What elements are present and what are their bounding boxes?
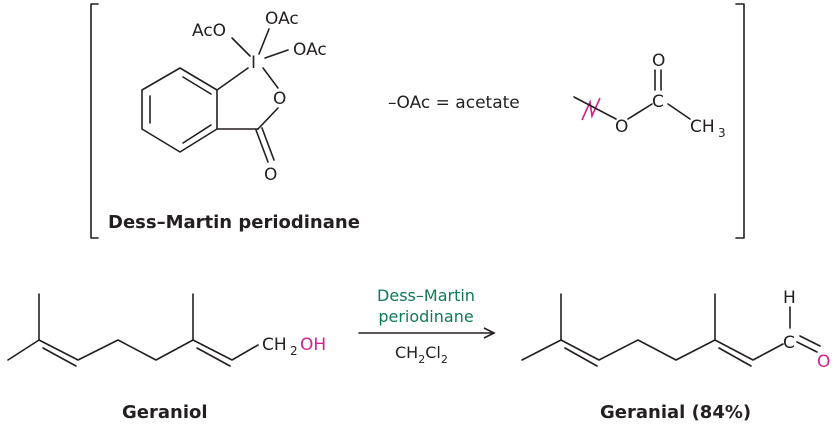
aldehyde-co-bond-2 bbox=[799, 335, 821, 347]
geranial-structure: H C O bbox=[521, 288, 830, 372]
arrow-head bbox=[483, 327, 496, 339]
bond-i-to-o bbox=[262, 67, 279, 89]
iodine-label: I bbox=[251, 53, 256, 73]
geranial-name: Geranial (84%) bbox=[600, 402, 751, 423]
geraniol-ch2-subscript: 2 bbox=[290, 344, 298, 358]
bond-o-to-c bbox=[257, 107, 279, 130]
ring-oxygen-label: O bbox=[273, 89, 286, 109]
aldehyde-h-label: H bbox=[783, 288, 796, 308]
carbonyl-bond-1 bbox=[255, 129, 269, 163]
wavy-bond bbox=[581, 97, 601, 121]
bond-to-acetate-o bbox=[573, 96, 617, 120]
acetate-oxygen-top: O bbox=[652, 51, 665, 71]
bond-i-oac-right bbox=[264, 49, 289, 59]
geraniol-double-bond-1 bbox=[42, 347, 77, 367]
geranial-double-bond-1 bbox=[564, 347, 598, 367]
dmp-structure: AcO OAc OAc I O O bbox=[141, 9, 327, 185]
geraniol-oh-label: OH bbox=[300, 335, 326, 355]
solvent-sub-1: 2 bbox=[418, 353, 425, 366]
aldehyde-co-bond-1 bbox=[796, 341, 818, 353]
bond-o-to-c bbox=[627, 103, 653, 120]
geraniol-double-bond-2 bbox=[196, 347, 231, 367]
solvent-cl: Cl bbox=[425, 343, 441, 362]
carbonyl-oxygen-label: O bbox=[264, 165, 277, 185]
acetate-carbon: C bbox=[652, 92, 664, 112]
dmp-name: Dess–Martin periodinane bbox=[108, 212, 360, 233]
geraniol-chain bbox=[7, 339, 259, 361]
acetate-oxygen-link: O bbox=[615, 117, 628, 137]
aromatic-line-2 bbox=[182, 124, 212, 144]
bond-ring-to-i bbox=[216, 67, 249, 91]
aco-label: AcO bbox=[192, 21, 226, 41]
acetate-structure: O C O CH 3 bbox=[573, 51, 726, 140]
geranial-double-bond-2 bbox=[718, 347, 752, 367]
oac-right-label: OAc bbox=[293, 40, 327, 60]
geraniol-name: Geraniol bbox=[122, 402, 208, 423]
benzene-ring bbox=[141, 67, 218, 153]
aromatic-line-1 bbox=[182, 76, 212, 95]
reagent-line-2: periodinane bbox=[378, 307, 473, 326]
bond-i-aco bbox=[231, 37, 251, 57]
reaction-arrow bbox=[358, 327, 496, 339]
right-bracket bbox=[735, 3, 745, 239]
left-bracket bbox=[90, 3, 99, 239]
geraniol-ch2-label: CH bbox=[262, 335, 287, 355]
bond-c-to-ch3 bbox=[667, 103, 691, 120]
carbonyl-bond-2 bbox=[261, 127, 275, 161]
bond-i-oac-top bbox=[258, 28, 270, 55]
aldehyde-o-label: O bbox=[817, 352, 830, 372]
aldehyde-c-label: C bbox=[783, 333, 795, 353]
reagent-line-1: Dess–Martin bbox=[377, 286, 475, 305]
solvent-sub-2: 2 bbox=[441, 353, 448, 366]
solvent-ch: CH bbox=[395, 343, 418, 362]
oac-top-label: OAc bbox=[265, 9, 299, 29]
acetate-definition: –OAc = acetate bbox=[388, 93, 520, 113]
geraniol-structure: CH 2 OH bbox=[7, 293, 326, 367]
solvent-label: CH2Cl2 bbox=[395, 343, 448, 366]
geranial-chain bbox=[521, 339, 784, 361]
methyl-label: CH bbox=[690, 117, 715, 137]
methyl-subscript: 3 bbox=[718, 126, 726, 140]
